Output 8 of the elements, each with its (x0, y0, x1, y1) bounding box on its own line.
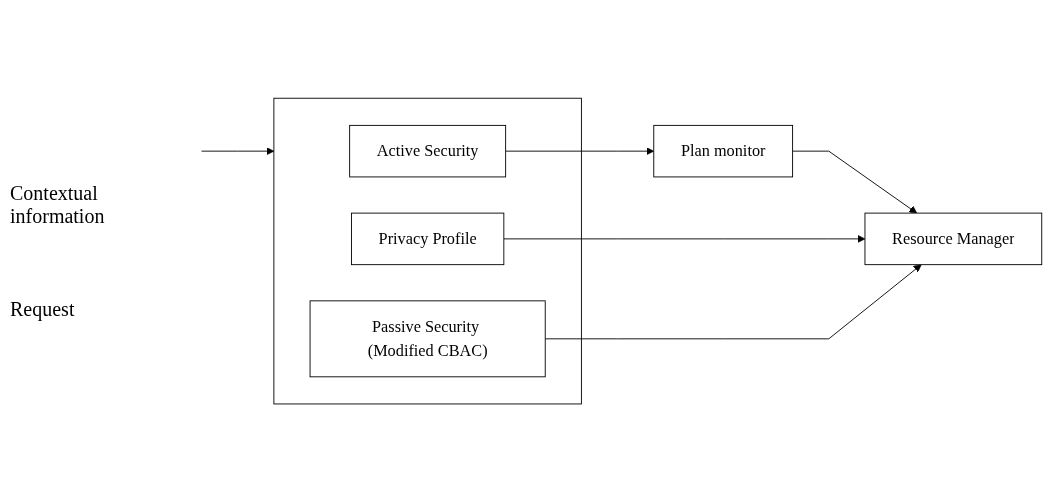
node-box: Resource Manager (864, 212, 1043, 265)
node-box: Plan monitor (653, 124, 794, 178)
side-text: Contextual information (10, 181, 106, 228)
cluster (273, 97, 582, 405)
side-text: Request (10, 297, 76, 321)
node-box: Passive Security (Modified CBAC) (309, 300, 546, 378)
node-box: Privacy Profile (351, 212, 505, 265)
node-box: Active Security (349, 124, 507, 178)
